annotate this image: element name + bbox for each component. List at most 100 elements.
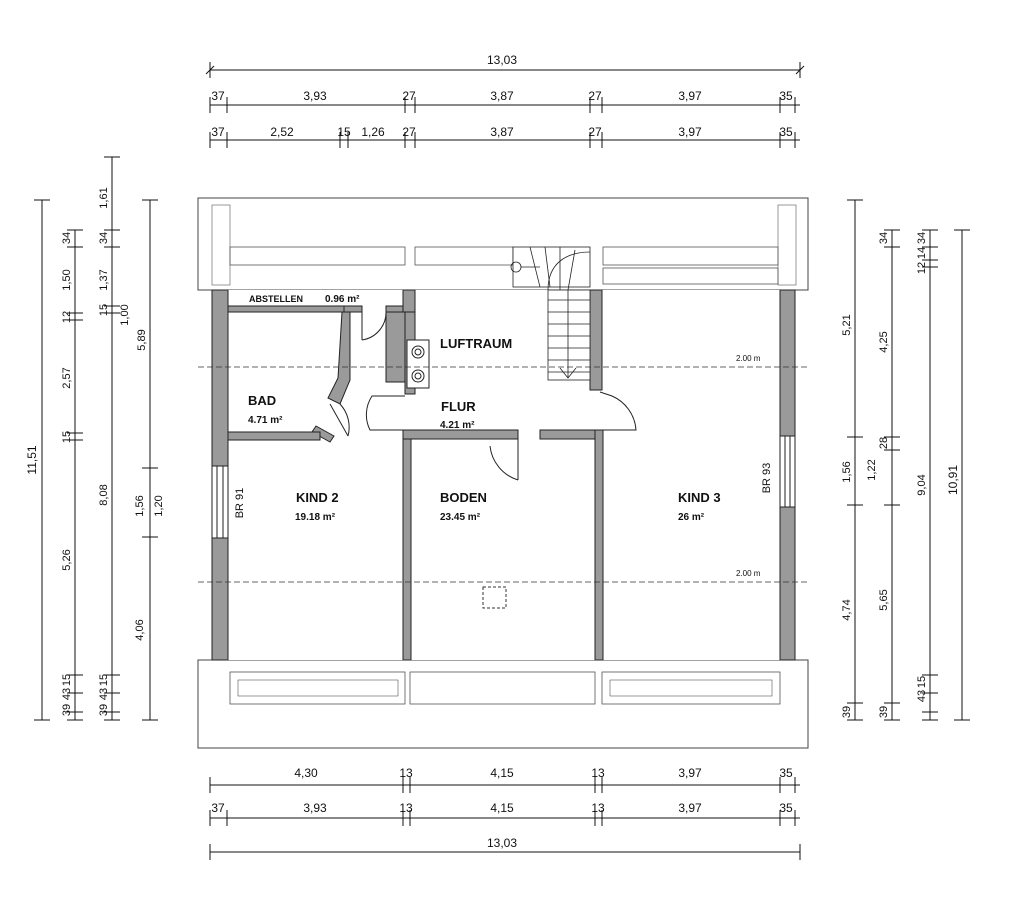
left-col1-dim: 15 [61,674,73,686]
bottom-row1-dim: 3,97 [678,766,702,780]
top-row2-dim: 27 [588,125,602,139]
right-col2-dim: 1,22 [866,459,878,480]
room-name: ABSTELLEN [249,294,303,304]
right-col1-dim: 4,74 [841,599,853,620]
top-row2-dim: 2,52 [270,125,294,139]
roof-bottom [197,659,809,749]
top-total-dim: 13,03 [487,53,517,67]
roof-top [197,197,809,291]
bottom-row2-dim: 13 [591,801,605,815]
left-col3-dim: 1,56 [134,495,146,516]
bottom-total-dim: 13,03 [487,836,517,850]
top-row2-dim: 3,97 [678,125,702,139]
room-area: 4.21 m² [440,420,475,431]
room-name: FLUR [441,399,476,414]
bottom-dimensions: 4,30 13 4,15 13 3,97 35 37 3,93 13 4,15 … [209,766,801,860]
left-col1-dim: 1,50 [61,269,73,290]
left-col3-dim: 4,06 [134,619,146,640]
window-right [779,435,796,508]
left-col2-dim: 1,37 [98,269,110,290]
top-row1-dim: 35 [779,89,793,103]
top-dimensions: 13,03 37 3,93 27 3,87 27 3,97 35 37 2,52… [205,53,805,148]
window-label-right: BR 93 [761,463,773,494]
left-col1-dim: 15 [61,431,73,443]
right-col2-dim: 28 [878,437,890,449]
right-col3-dim: 15 [916,676,928,688]
height-line-bottom: 2.00 m [198,569,808,583]
bottom-row1-dim: 13 [399,766,413,780]
left-col1-dim: 43 [61,688,73,700]
window-left [211,465,229,539]
top-row1-dim: 27 [402,89,416,103]
right-col3-dim: 43 [916,690,928,702]
height-line-top: 2.00 m [198,354,808,368]
right-dimensions: 5,21 1,56 4,74 39 34 4,25 28 1,22 5,65 3… [841,199,970,721]
room-flur: FLUR 4.21 m² [440,399,476,431]
bottom-row1-dim: 4,15 [490,766,514,780]
bottom-row2-dim: 37 [211,801,225,815]
room-kind3: KIND 3 26 m² [678,490,721,523]
room-name: BAD [248,393,276,408]
room-abstellen: ABSTELLEN 0.96 m² [249,294,360,305]
top-row2-dim: 35 [779,125,793,139]
doors [329,311,637,481]
right-col1-dim: 5,21 [841,314,853,335]
top-row2-dim: 3,87 [490,125,514,139]
top-row1-dim: 3,93 [303,89,327,103]
stove [406,339,430,389]
right-col2-dim: 39 [878,706,890,718]
top-row2-dim: 15 [337,125,351,139]
bottom-row2-dim: 3,97 [678,801,702,815]
left-col2-dim: 15 [98,674,110,686]
left-col1-dim: 2,57 [61,367,73,388]
top-row1-dim: 3,97 [678,89,702,103]
room-area: 23.45 m² [440,512,481,523]
room-bad: BAD 4.71 m² [248,393,283,426]
walls [211,289,796,661]
room-kind2: KIND 2 19.18 m² [295,490,339,523]
staircase [510,246,591,381]
left-col3-dim: 1,00 [119,304,131,325]
bottom-row1-dim: 4,30 [294,766,318,780]
room-area: 0.96 m² [325,294,360,305]
top-row2-dim: 27 [402,125,416,139]
right-col1-dim: 1,56 [841,461,853,482]
left-col1-dim: 34 [61,232,73,244]
room-boden: BODEN 23.45 m² [440,490,487,523]
right-col3-dim: 9,04 [916,474,928,495]
left-col2-dim: 43 [98,688,110,700]
top-row1-dim: 37 [211,89,225,103]
top-row2-dim: 37 [211,125,225,139]
window-label-left: BR 91 [234,488,246,519]
right-col4-dim: 10,91 [946,465,960,495]
left-col2-dim: 1,61 [98,187,110,208]
right-col2-dim: 5,65 [878,589,890,610]
left-col3-dim: 5,89 [136,329,148,350]
floor-area [228,290,780,660]
top-row2-dim: 1,26 [361,125,385,139]
left-col3-dim: 1,20 [153,495,165,516]
bottom-row2-dim: 3,93 [303,801,327,815]
room-name: LUFTRAUM [440,336,512,351]
bottom-row2-dim: 13 [399,801,413,815]
bottom-row2-dim: 4,15 [490,801,514,815]
bottom-row1-dim: 13 [591,766,605,780]
left-col1-dim: 39 [61,704,73,716]
top-row1-dim: 27 [588,89,602,103]
room-name: BODEN [440,490,487,505]
bottom-row1-dim: 35 [779,766,793,780]
left-col2-dim: 15 [98,304,110,316]
left-col2-dim: 34 [98,232,110,244]
left-col2-dim: 8,08 [98,484,110,505]
right-col3-dim: 12 [916,262,928,274]
right-col2-dim: 4,25 [878,331,890,352]
room-area: 4.71 m² [248,415,283,426]
roof-hatch [482,586,507,609]
top-row1-dim: 3,87 [490,89,514,103]
room-luftraum: LUFTRAUM [440,336,512,351]
left-col1-dim: 5,26 [61,549,73,570]
room-area: 19.18 m² [295,512,336,523]
left-dimensions: 11,51 34 1,50 12 2,57 15 5,26 39 43 15 1… [25,156,165,721]
height-note: 2.00 m [736,354,761,363]
